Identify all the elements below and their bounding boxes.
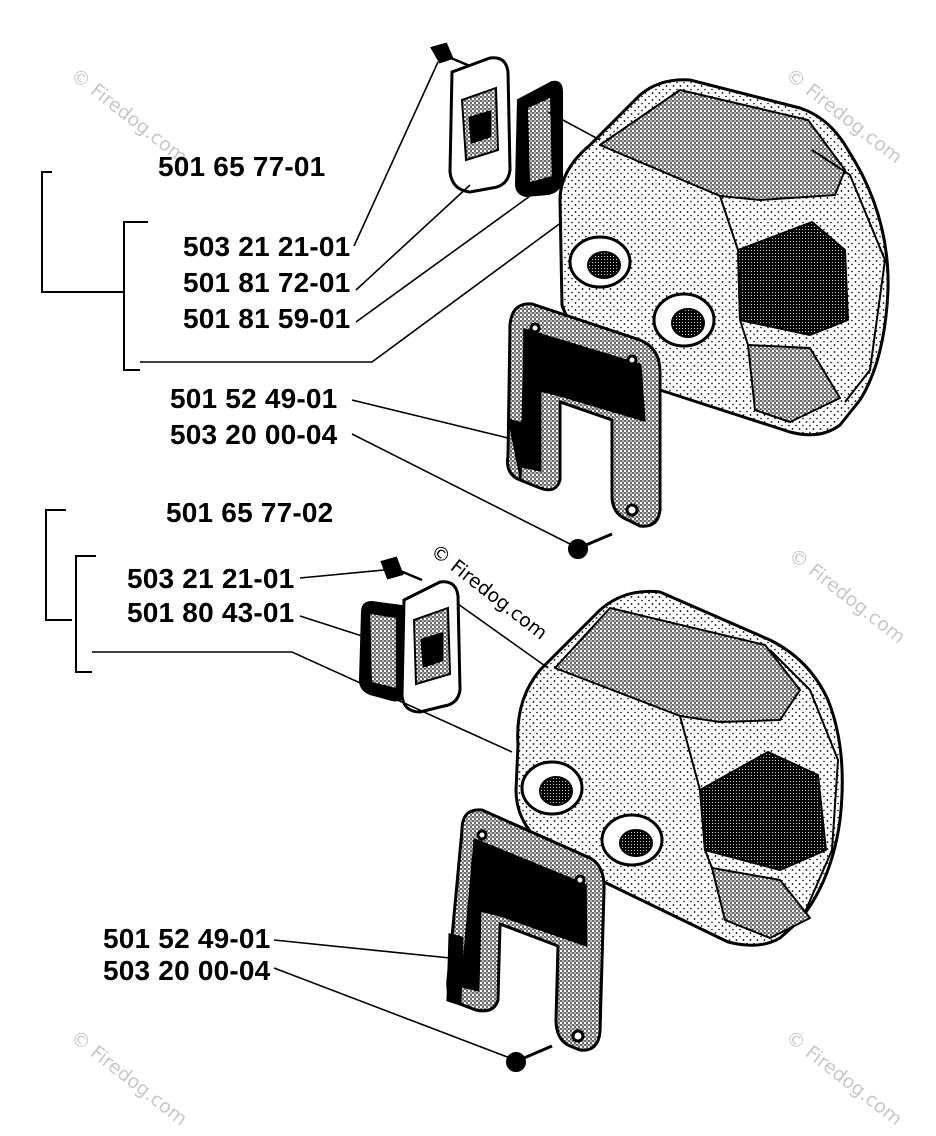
leader-lines-lower: [92, 569, 549, 1059]
part-number: 503 20 00-04: [103, 955, 271, 986]
mounting-bracket-lower: [446, 808, 606, 1052]
muffler-lower: [514, 589, 844, 947]
part-number: 503 21 21-01: [127, 563, 295, 594]
part-number: 503 20 00-04: [170, 419, 338, 450]
bracket-screw-upper: [568, 532, 613, 559]
leader-lines-upper: [140, 61, 601, 546]
kit-bracket-lower: [45, 509, 96, 673]
part-number: 501 81 59-01: [183, 303, 351, 334]
kit-part-number: 501 65 77-01: [158, 151, 326, 182]
part-number: 501 80 43-01: [127, 597, 295, 628]
screw-upper: [430, 42, 471, 68]
part-number: 503 21 21-01: [183, 231, 351, 262]
screen-plate-upper: [448, 56, 512, 194]
part-number: 501 52 49-01: [103, 923, 271, 954]
mounting-bracket-upper: [506, 302, 662, 528]
screen-plate-lower: [400, 580, 462, 714]
part-number: 501 52 49-01: [170, 383, 338, 414]
kit-bracket-upper: [41, 171, 148, 371]
kit-part-number: 501 65 77-02: [166, 497, 334, 528]
screw-lower: [380, 556, 423, 582]
part-number: 501 81 72-01: [183, 267, 351, 298]
bracket-screw-lower: [506, 1044, 553, 1072]
